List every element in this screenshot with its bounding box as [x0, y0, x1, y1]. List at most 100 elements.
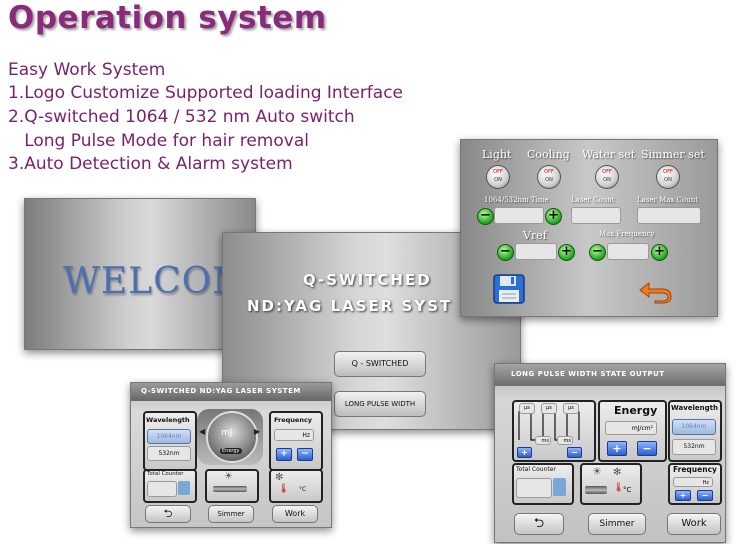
system-title-line-2: ND:YAG LASER SYST [247, 297, 453, 315]
lp-frequency-plus-button[interactable]: + [675, 490, 691, 501]
qs-total-counter-label: Total Counter [147, 471, 184, 477]
lp-reset-counter-icon[interactable] [553, 478, 566, 496]
toggle-on-label: ON [603, 177, 611, 183]
max-frequency-field[interactable] [607, 243, 649, 260]
light-label: Light [482, 148, 512, 161]
lp-ms-field-1[interactable]: ms [535, 436, 551, 445]
lp-hz-unit: Hz [702, 480, 709, 486]
qs-energy-dial[interactable] [206, 411, 258, 463]
qs-energy-label: Energy [220, 448, 242, 454]
qs-frequency-field: Hz [274, 429, 314, 441]
mode-select-screen: Q-SWITCHED ND:YAG LASER SYST Q - SWITCHE… [222, 232, 521, 430]
lp-simmer-button[interactable]: Simmer [588, 513, 646, 535]
qs-back-button[interactable]: ⮌ [145, 505, 191, 523]
qs-wl-1064-button[interactable]: 1064nm [147, 429, 191, 444]
time-label: 1064/532nm Time [484, 196, 549, 204]
lp-ms-field-2[interactable]: ms [557, 436, 573, 445]
welcome-screen: WELCOME [24, 198, 256, 350]
vref-label: Vref [523, 229, 547, 242]
toggle-on-label: ON [494, 177, 502, 183]
lp-energy-field: mJ/cm² [605, 421, 657, 435]
fan-icon: ✻ [275, 472, 284, 483]
toggle-off-label: OFF [544, 169, 554, 175]
qs-header-title: Q-SWITCHED ND:YAG LASER SYSTEM [141, 387, 301, 395]
long-pulse-screen: LONG PULSE WIDTH STATE OUTPUT µs µs µs m… [494, 363, 726, 543]
qs-work-button[interactable]: Work [272, 505, 318, 523]
lp-pulse-plus-button[interactable]: + [517, 447, 532, 458]
back-arrow-icon: ⮌ [533, 516, 545, 531]
qs-frequency-label: Frequency [274, 416, 313, 424]
lp-total-counter-value [516, 478, 552, 498]
qs-wl-532-button[interactable]: 532nm [147, 446, 191, 461]
lamp-icon: ☀ [592, 465, 602, 478]
qs-dial-left-icon[interactable]: ◀ [199, 427, 206, 436]
cooling-toggle[interactable]: OFF ON [537, 165, 561, 189]
lamp-icon: ☀ [224, 471, 233, 482]
lp-frequency-minus-button[interactable]: − [697, 490, 713, 501]
lp-pulse-minus-button[interactable]: − [567, 447, 582, 458]
qs-hz-unit: Hz [302, 432, 310, 439]
back-arrow-icon[interactable] [637, 280, 673, 304]
fan-icon: ✻ [613, 467, 622, 478]
lp-energy-minus-button[interactable]: − [637, 441, 657, 456]
max-frequency-plus-button[interactable]: + [651, 244, 668, 261]
lp-us-field-1[interactable]: µs [519, 403, 535, 414]
lamp-tube-icon [585, 486, 607, 494]
lp-energy-unit: mJ/cm² [631, 425, 653, 432]
lp-us-field-3[interactable]: µs [563, 403, 579, 414]
toggle-on-label: ON [664, 177, 672, 183]
toggle-off-label: OFF [602, 169, 612, 175]
qswitched-mode-button[interactable]: Q - SWITCHED [334, 351, 426, 377]
qs-header-bar [131, 383, 331, 401]
water-set-label: Water set [582, 148, 636, 161]
qs-temperature-panel [269, 469, 323, 503]
vref-plus-button[interactable]: + [558, 244, 575, 261]
lp-frequency-field: Hz [673, 477, 713, 487]
time-plus-button[interactable]: + [545, 208, 562, 225]
qs-dial-unit: mJ [221, 428, 233, 438]
qs-total-counter-value [147, 481, 177, 497]
thermometer-icon: 🌡 [613, 483, 625, 493]
lp-energy-label: Energy [614, 404, 658, 417]
lp-wl-532-button[interactable]: 532nm [672, 439, 716, 455]
lp-back-button[interactable]: ⮌ [514, 513, 564, 535]
lp-work-button[interactable]: Work [667, 513, 721, 535]
qs-frequency-minus-button[interactable]: − [297, 448, 313, 461]
page-title: Operation system [8, 0, 327, 36]
feature-line-4: Long Pulse Mode for hair removal [8, 131, 309, 151]
lp-energy-plus-button[interactable]: + [607, 441, 627, 456]
time-minus-button[interactable]: − [477, 208, 494, 225]
thermometer-icon: 🌡 [278, 484, 290, 494]
feature-line-5: 3.Auto Detection & Alarm system [8, 154, 293, 174]
qs-reset-counter-icon[interactable] [178, 481, 190, 495]
feature-line-1: Easy Work System [8, 60, 166, 80]
lamp-tube-icon [213, 486, 247, 492]
long-pulse-mode-button[interactable]: LONG PULSE WIDTH [334, 391, 426, 417]
laser-max-count-field[interactable] [637, 207, 701, 224]
lp-us-field-2[interactable]: µs [541, 403, 557, 414]
vref-field[interactable] [515, 243, 557, 260]
max-frequency-minus-button[interactable]: − [589, 244, 606, 261]
simmer-toggle[interactable]: OFF ON [656, 165, 680, 189]
toggle-on-label: ON [545, 177, 553, 183]
qs-frequency-plus-button[interactable]: + [276, 448, 292, 461]
qs-dial-right-icon[interactable]: ▶ [254, 427, 261, 436]
cooling-label: Cooling [527, 148, 570, 161]
lp-celsius-unit: °C [623, 486, 632, 494]
lp-total-counter-label: Total Counter [516, 466, 556, 473]
lp-status-panel [580, 463, 642, 505]
lp-header-bar [495, 364, 725, 386]
system-title-line-1: Q-SWITCHED [303, 271, 432, 289]
feature-line-2: 1.Logo Customize Supported loading Inter… [8, 83, 404, 103]
save-icon[interactable] [493, 274, 525, 304]
vref-minus-button[interactable]: − [497, 244, 514, 261]
toggle-off-label: OFF [663, 169, 673, 175]
qs-simmer-button[interactable]: Simmer [208, 505, 254, 523]
qs-wavelength-label: Wavelength [146, 416, 190, 424]
time-field[interactable] [494, 207, 544, 224]
water-toggle[interactable]: OFF ON [595, 165, 619, 189]
lp-wl-1064-button[interactable]: 1064nm [672, 419, 716, 435]
laser-count-field [571, 207, 621, 224]
